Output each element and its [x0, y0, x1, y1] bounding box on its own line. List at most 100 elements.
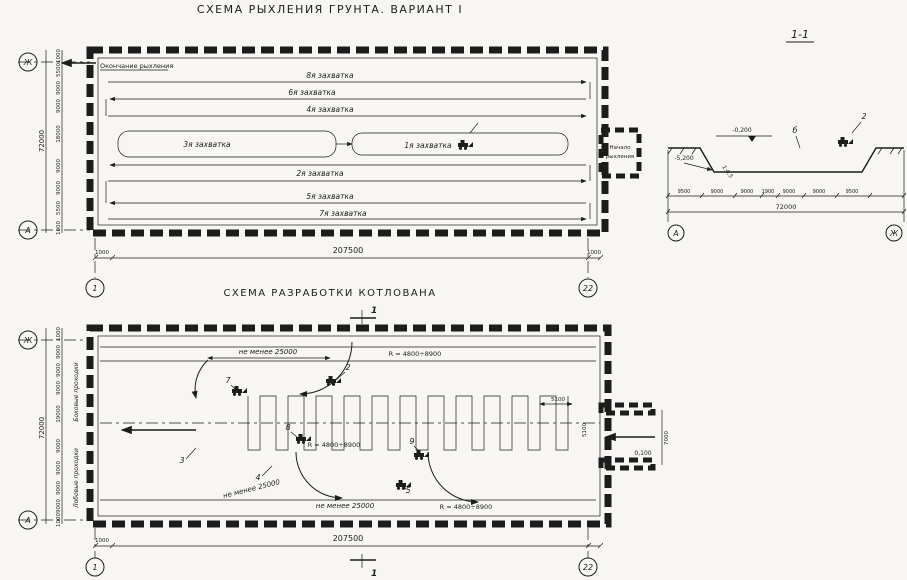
callout-label: 7: [225, 376, 231, 385]
dim-label: 1000: [56, 327, 62, 341]
dim-label: 5100: [582, 423, 588, 437]
level-mark-icon: [748, 136, 756, 142]
level-label: -5,200: [674, 155, 694, 162]
excavator-icon: [838, 137, 853, 147]
dim-label: 1000: [56, 49, 62, 63]
callout-label: 4: [255, 473, 260, 482]
excavator-icon: [414, 450, 429, 460]
plan1-crenellated-border: [86, 46, 609, 237]
radius-label: R = 4800÷8900: [389, 350, 442, 358]
plan2-inner-border: [97, 335, 601, 517]
callout-label: 9: [409, 437, 414, 446]
dim-label: 9000: [56, 481, 62, 495]
start-label-line1: Начало: [609, 145, 631, 151]
dim-label: 18000: [56, 125, 62, 143]
not-less-label: не менее 25000: [316, 502, 375, 510]
dim-label: 9000: [56, 499, 62, 513]
dim-label: 207500: [333, 534, 364, 543]
axis-circle: [667, 224, 685, 242]
dim-label: 9000: [741, 189, 754, 195]
plan1-bottom-dims: 1000 207500 1000: [92, 246, 604, 261]
dim-label: 5500: [56, 63, 62, 77]
axis-label: А: [24, 226, 30, 235]
dim-label: 1000: [587, 250, 601, 256]
plan1-left-dims: 1000 5500 9000 9000 18000 9000 9000 5500…: [38, 49, 63, 235]
pass-label: Боковые проходки: [73, 362, 80, 421]
callout-label: 2: [861, 112, 866, 121]
axis-label: Ж: [23, 58, 33, 67]
plan1-entry-protrusion: [598, 127, 642, 179]
serpentine-path: [105, 79, 591, 222]
callout-label: б: [793, 126, 798, 135]
dim-label: 9000: [783, 189, 796, 195]
dim-label: 9000: [56, 461, 62, 475]
end-label: Окончание рыхления: [100, 62, 173, 70]
dim-label: 9000: [56, 181, 62, 195]
section-mark-label: 1: [371, 306, 377, 316]
zahvatka-label: 5я захватка: [306, 192, 354, 201]
turn-arc: [427, 451, 479, 505]
axis-label: Ж: [23, 336, 33, 345]
machine-leader: [469, 122, 479, 134]
dim-label: 9000: [711, 189, 724, 195]
overall-height-label: 72000: [38, 417, 46, 439]
zahvatka-label: 2я захватка: [296, 169, 344, 178]
dim-label: 1000: [95, 538, 109, 544]
plan2-title: СХЕМА РАЗРАБОТКИ КОТЛОВАНА: [223, 288, 436, 299]
dim-label: 7000: [664, 431, 670, 445]
plan2-left-dims: 1000 9000 9000 9000 19000 9000 9000 9000…: [38, 327, 63, 527]
plan1-axes: Ж А 1 22: [18, 52, 598, 298]
turn-arc: [299, 341, 353, 397]
dim-label: 9000: [56, 381, 62, 395]
zahvatka-label: 7я захватка: [319, 209, 367, 218]
level-label: -0,200: [732, 127, 752, 134]
dim-label: 9000: [56, 99, 62, 113]
section-dims: 9500 9000 9000 1900 9000 9000 9500 72000: [665, 150, 907, 222]
callout-label: 2: [345, 363, 350, 372]
axis-circle: [885, 224, 903, 242]
section-cut-top: 1: [350, 306, 377, 324]
not-less-label: не менее 25000: [239, 348, 298, 356]
zahvatka-label: 6я захватка: [288, 88, 336, 97]
axis-label: 22: [583, 284, 593, 293]
dim-label: 19000: [56, 405, 62, 423]
overall-dim-label: 72000: [776, 203, 797, 211]
zahvatka-label: 4я захватка: [306, 105, 354, 114]
start-label-line2: рыхления: [606, 154, 634, 160]
axis-label: 1: [92, 563, 97, 572]
section-title: 1-1: [791, 28, 809, 41]
zahvatka-label: 3я захватка: [183, 140, 231, 149]
axis-label: А: [24, 516, 30, 525]
plan2-group: 0,100 7000 5100 не менее 25000 R =: [18, 324, 670, 577]
section-1-1-group: 1-1 -0,200 -5,200 1:0,5 б 2 9500 9000 90…: [665, 28, 907, 242]
section-cut-bottom: 1: [350, 554, 377, 579]
section-mark-label: 1: [371, 569, 377, 579]
plan2-crenellated-border: [86, 324, 612, 528]
dim-label: 9000: [56, 81, 62, 95]
excavator-icon: [232, 386, 247, 396]
plan2-axes: Ж А 1 22: [18, 330, 598, 577]
dim-label: 9000: [56, 159, 62, 173]
dim-label: 1900: [762, 189, 775, 195]
dim-label: 9000: [813, 189, 826, 195]
callout-label: 8: [285, 423, 290, 432]
dim-label: 9000: [56, 439, 62, 453]
dim-label: 1000: [95, 250, 109, 256]
turn-arc: [191, 359, 209, 399]
turn-arc: [295, 451, 343, 501]
overall-height-label: 72000: [38, 130, 46, 152]
callout-label: 3: [179, 456, 184, 465]
axis-label: Ж: [889, 229, 899, 238]
dim-label: 9000: [56, 345, 62, 359]
plan1-title: СХЕМА РЫХЛЕНИЯ ГРУНТА. ВАРИАНТ I: [197, 3, 463, 16]
axis-label: 1: [92, 284, 97, 293]
plan1-inner-border: [97, 57, 598, 226]
dim-label: 9000: [56, 363, 62, 377]
ripper-machine-icon: [458, 140, 473, 150]
entrance-ramp: 0,100 7000 5100: [582, 402, 670, 471]
pass-label: Лобовые проходки: [73, 448, 80, 509]
plan2-lanes: [100, 346, 600, 501]
axis-label: 22: [583, 563, 593, 572]
